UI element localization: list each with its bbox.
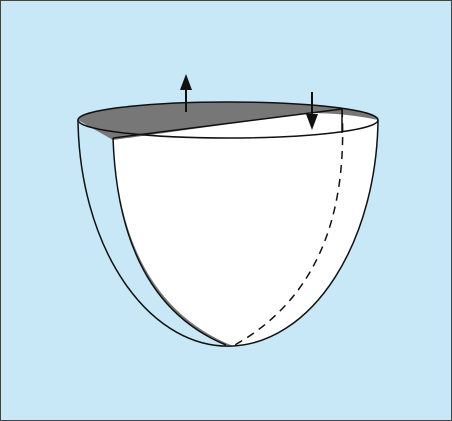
arrow-up-icon <box>180 74 192 112</box>
rim-cut-line <box>112 108 343 139</box>
hidden-edge-dashed <box>232 108 344 347</box>
cut-edge-curve <box>112 137 227 346</box>
arrow-down-icon <box>306 92 318 130</box>
lit-hemisphere-surface <box>113 113 378 346</box>
hemisphere-outline <box>77 119 379 347</box>
rim-ellipse <box>77 101 379 139</box>
